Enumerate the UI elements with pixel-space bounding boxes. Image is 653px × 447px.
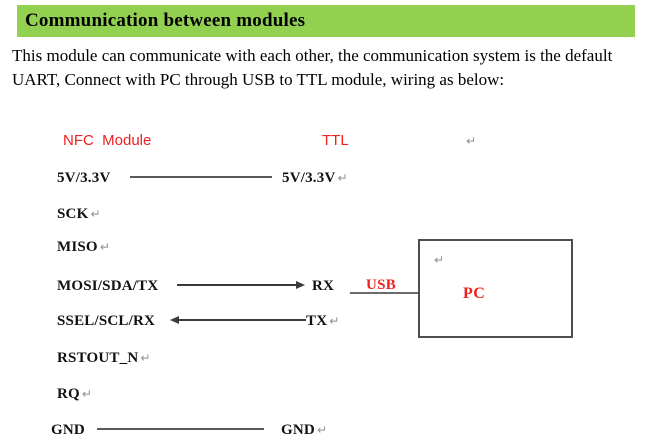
pin-label-left-text: RQ <box>57 386 80 402</box>
nfc-module-column-label: NFC Module <box>63 132 152 149</box>
wire-line <box>179 319 306 321</box>
pin-row-ssel: SSEL/SCL/RX TX↵ <box>0 312 653 330</box>
pin-label-left-text: RSTOUT_N <box>57 350 139 366</box>
pin-label-right-text: 5V/3.3V <box>282 170 336 186</box>
pin-label-right: GND↵ <box>281 421 327 439</box>
pin-label-left: GND <box>51 422 85 438</box>
return-mark-icon: ↵ <box>81 387 92 401</box>
pc-label: PC <box>463 285 486 302</box>
return-mark-icon: ↵ <box>90 207 101 221</box>
section-title: Communication between modules <box>25 10 306 31</box>
return-mark-icon: ↵ <box>329 314 340 328</box>
pin-label-right: RX <box>312 278 335 294</box>
pin-label-left: 5V/3.3V <box>57 170 111 186</box>
pin-label-left: MISO↵ <box>57 238 110 256</box>
wire-line <box>97 428 264 430</box>
pin-row-gnd: GND GND↵ <box>0 421 653 439</box>
section-header-bar: Communication between modules <box>17 5 635 37</box>
pin-row-miso: MISO↵ <box>0 238 653 256</box>
usb-label: USB <box>366 277 397 293</box>
pc-box: ↵ PC <box>418 239 573 338</box>
pin-row-mosi: MOSI/SDA/TX RX <box>0 277 653 295</box>
pin-label-right-text: TX <box>306 313 328 329</box>
pin-label-left-text: MISO <box>57 239 98 255</box>
return-mark-icon: ↵ <box>316 423 327 437</box>
pin-label-right: TX↵ <box>306 312 339 330</box>
pin-label-left: SSEL/SCL/RX <box>57 313 156 329</box>
arrow-right-icon <box>296 281 305 289</box>
return-mark-icon: ↵ <box>140 351 151 365</box>
return-mark-icon: ↵ <box>337 171 348 185</box>
ttl-column-label: TTL <box>322 132 349 149</box>
pin-label-left: RQ↵ <box>57 385 92 403</box>
arrow-left-icon <box>170 316 179 324</box>
pin-label-right-text: GND <box>281 422 315 438</box>
pin-label-right: 5V/3.3V↵ <box>282 169 348 187</box>
pin-label-left-text: SCK <box>57 206 89 222</box>
pin-label-left: RSTOUT_N↵ <box>57 349 150 367</box>
return-mark-icon: ↵ <box>466 134 477 148</box>
wire-line <box>177 284 296 286</box>
return-mark-icon: ↵ <box>434 253 445 267</box>
pin-row-5v: 5V/3.3V 5V/3.3V↵ <box>0 169 653 187</box>
pin-row-sck: SCK↵ <box>0 205 653 223</box>
intro-paragraph: This module can communicate with each ot… <box>12 46 613 89</box>
pin-label-left: SCK↵ <box>57 205 101 223</box>
wire-line <box>130 176 272 178</box>
pin-row-rq: RQ↵ <box>0 385 653 403</box>
pin-row-rstout: RSTOUT_N↵ <box>0 349 653 367</box>
usb-wire-line <box>350 292 418 294</box>
return-mark-icon: ↵ <box>99 240 110 254</box>
pin-label-left: MOSI/SDA/TX <box>57 278 159 294</box>
